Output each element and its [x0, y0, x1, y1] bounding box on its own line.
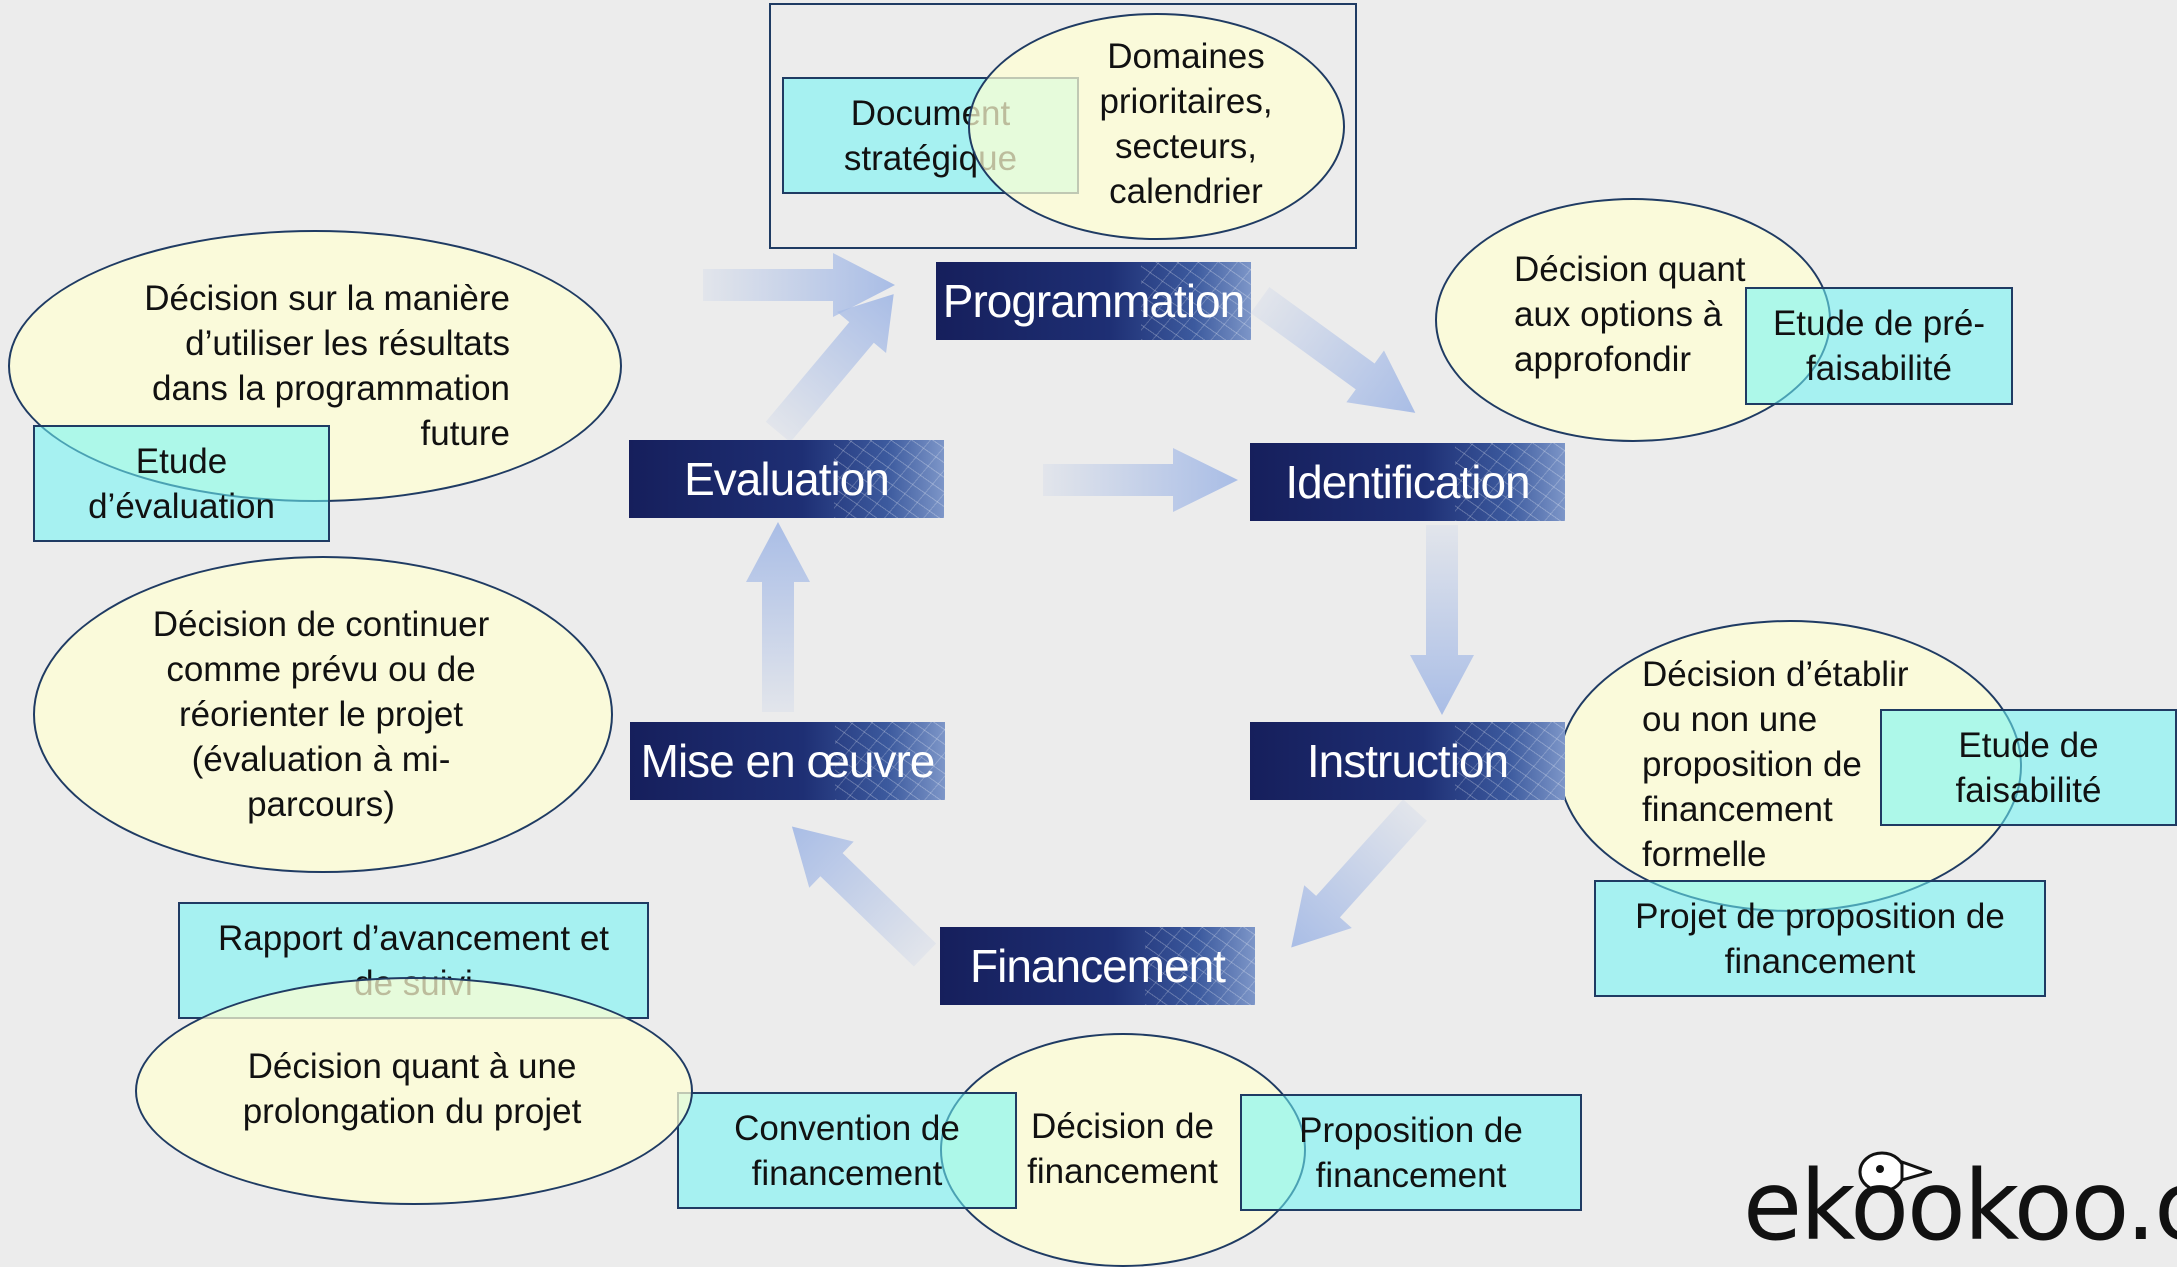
decision-options-label: Décision quant aux options à approfondir — [1514, 250, 1746, 379]
phase-identification-label: Identification — [1285, 456, 1530, 508]
decision-proposition-label: Décision d’établir ou non une propositio… — [1642, 655, 1909, 874]
phase-instruction-label: Instruction — [1306, 735, 1509, 787]
phase-identification: Identification — [1250, 443, 1565, 521]
decision-continuer-label: Décision de continuer comme prévu ou de … — [152, 605, 490, 824]
domaines-prioritaires-ellipse — [968, 13, 1345, 240]
etude-faisabilite-label: Etude de faisabilité — [1955, 725, 2102, 810]
arrow-instruction-financement — [1291, 799, 1427, 948]
phase-evaluation-label: Evaluation — [684, 453, 890, 505]
arrow-programmation-identification — [1250, 287, 1416, 413]
projet-proposition-label: Projet de proposition de financement — [1635, 896, 2005, 981]
convention-financement-label: Convention de financement — [734, 1108, 960, 1193]
etude-evaluation-label: Etude d’évaluation — [88, 441, 275, 526]
brand-logo-text: ekookoo.co — [1743, 1150, 2177, 1262]
proposition-financement-label: Proposition de financement — [1299, 1110, 1523, 1195]
decision-financement-label: Décision de financement — [1027, 1107, 1218, 1191]
phase-evaluation: Evaluation — [629, 440, 944, 518]
proposition-financement-box: Proposition de financement — [1240, 1094, 1582, 1211]
decision-resultats-label: Décision sur la manière d’utiliser les r… — [144, 279, 510, 453]
decision-prolongation-ellipse — [135, 977, 693, 1205]
programmation-inputs-frame — [769, 3, 1357, 249]
decision-prolongation-label: Décision quant à une prolongation du pro… — [242, 1047, 582, 1131]
domaines-prioritaires-label: Domaines prioritaires, secteurs, calendr… — [1099, 37, 1273, 211]
projet-proposition-box: Projet de proposition de financement — [1594, 880, 2046, 997]
arrow-evaluation-programmation — [765, 294, 894, 443]
convention-financement-box: Convention de financement — [677, 1092, 1017, 1209]
arrow-financement-mise-en-oeuvre — [791, 826, 937, 967]
phase-instruction: Instruction — [1250, 722, 1565, 800]
brand-logo: ekookoo.co — [1743, 1150, 2177, 1262]
phase-programmation-label: Programmation — [942, 275, 1245, 327]
phase-financement: Financement — [940, 927, 1255, 1005]
phase-mise-en-oeuvre: Mise en œuvre — [630, 722, 945, 800]
arrow-into-programmation — [703, 253, 895, 317]
etude-faisabilite-box: Etude de faisabilité — [1880, 709, 2177, 826]
phase-programmation: Programmation — [936, 262, 1251, 340]
arrow-mise-en-oeuvre-evaluation — [746, 522, 810, 712]
etude-evaluation-box: Etude d’évaluation — [33, 425, 330, 542]
etude-prefaisabilite-label: Etude de pré- faisabilité — [1772, 304, 1986, 388]
phase-mise-en-oeuvre-label: Mise en œuvre — [640, 735, 936, 787]
arrow-evaluation-identification — [1043, 448, 1238, 512]
phase-financement-label: Financement — [970, 940, 1226, 992]
bird-logo-icon — [1858, 1151, 1932, 1193]
etude-prefaisabilite-box: Etude de pré- faisabilité — [1745, 287, 2013, 405]
arrow-identification-instruction — [1410, 525, 1474, 715]
decision-continuer-ellipse — [33, 556, 613, 873]
